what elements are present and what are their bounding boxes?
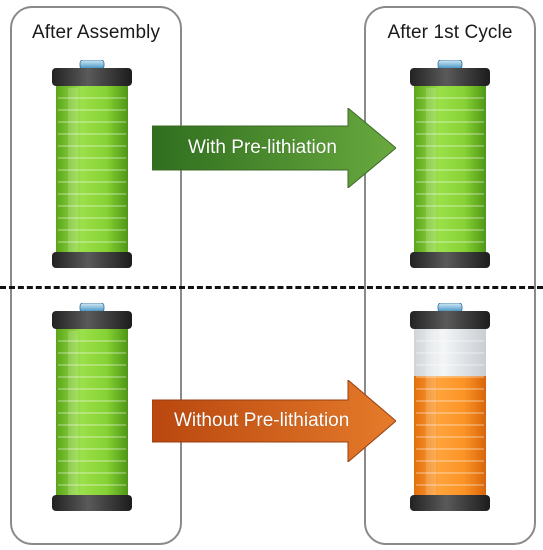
after-first-cycle-panel: After 1st Cycle: [364, 6, 536, 545]
arrow-right-icon: [151, 378, 397, 464]
arrow-right-icon: [151, 106, 397, 190]
battery-assembly-with-icon: [52, 60, 132, 268]
after-assembly-panel: After Assembly: [10, 6, 182, 545]
with-prelithiation-arrow: With Pre-lithiation: [151, 106, 397, 190]
after-first-cycle-title: After 1st Cycle: [387, 22, 513, 43]
without-prelithiation-label: Without Pre-lithiation: [174, 410, 350, 431]
dashed-divider: [0, 286, 543, 289]
battery-assembly-without-icon: [52, 303, 132, 511]
after-assembly-title: After Assembly: [31, 22, 161, 43]
without-prelithiation-arrow: Without Pre-lithiation: [151, 378, 397, 464]
battery-cycle-with-icon: [410, 60, 490, 268]
with-prelithiation-label: With Pre-lithiation: [188, 137, 337, 158]
battery-cycle-without-icon: [410, 303, 490, 511]
